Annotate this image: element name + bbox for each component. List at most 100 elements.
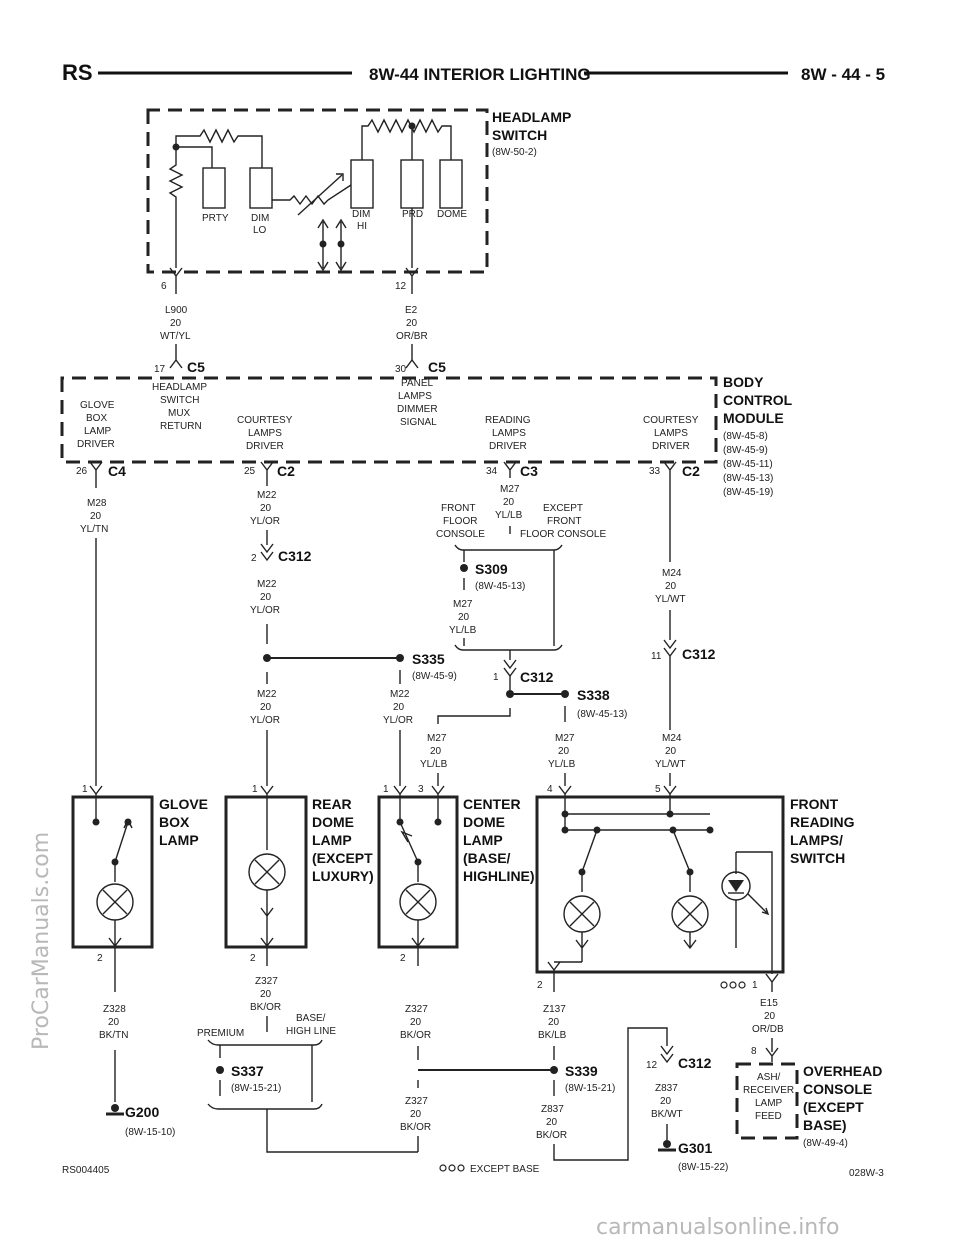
svg-text:DOME: DOME	[312, 814, 354, 830]
svg-text:S335: S335	[412, 651, 445, 667]
bcm-c5-pin30: 30	[395, 364, 407, 375]
svg-text:20: 20	[410, 1109, 422, 1120]
lbl-dim: DIM	[251, 213, 269, 224]
svg-text:YL/OR: YL/OR	[250, 516, 280, 527]
svg-text:E2: E2	[405, 305, 418, 316]
svg-text:(8W-45-8): (8W-45-8)	[723, 431, 768, 442]
svg-text:M28: M28	[87, 498, 107, 509]
svg-text:M24: M24	[662, 568, 682, 579]
svg-text:20: 20	[764, 1011, 776, 1022]
svg-text:26: 26	[76, 466, 88, 477]
svg-text:(8W-45-13): (8W-45-13)	[723, 473, 773, 484]
svg-text:G200: G200	[125, 1104, 159, 1120]
svg-text:YL/LB: YL/LB	[548, 759, 576, 770]
svg-text:BASE/: BASE/	[296, 1013, 326, 1024]
svg-text:LAMP: LAMP	[755, 1098, 783, 1109]
svg-text:SWITCH: SWITCH	[790, 850, 845, 866]
svg-text:READING: READING	[485, 415, 531, 426]
footer-code: RS004405	[62, 1165, 110, 1176]
svg-text:CONSOLE: CONSOLE	[436, 529, 485, 540]
svg-text:LAMP: LAMP	[159, 832, 199, 848]
svg-text:20: 20	[430, 746, 442, 757]
svg-text:8: 8	[751, 1046, 757, 1057]
wire-z328: Z328 20 BK/TN G200 (8W-15-10)	[99, 1004, 175, 1138]
svg-text:BASE): BASE)	[803, 1117, 847, 1133]
svg-text:20: 20	[660, 1096, 672, 1107]
pin-12: 12	[395, 281, 407, 292]
svg-text:S338: S338	[577, 687, 610, 703]
svg-text:1: 1	[252, 784, 258, 795]
svg-text:20: 20	[665, 581, 677, 592]
svg-text:M22: M22	[257, 579, 277, 590]
svg-text:BK/OR: BK/OR	[400, 1030, 431, 1041]
svg-text:MUX: MUX	[168, 408, 191, 419]
svg-text:COURTESY: COURTESY	[643, 415, 699, 426]
svg-text:BK/TN: BK/TN	[99, 1030, 128, 1041]
svg-text:33: 33	[649, 466, 661, 477]
svg-text:EXCEPT: EXCEPT	[543, 503, 583, 514]
legend-except-base: EXCEPT BASE	[439, 1164, 540, 1175]
svg-text:C3: C3	[520, 463, 538, 479]
svg-text:Z837: Z837	[541, 1104, 564, 1115]
svg-text:(8W-49-4): (8W-49-4)	[803, 1138, 848, 1149]
svg-text:3: 3	[418, 784, 424, 795]
svg-text:L900: L900	[165, 305, 188, 316]
svg-text:DRIVER: DRIVER	[246, 441, 284, 452]
svg-text:CENTER: CENTER	[463, 796, 521, 812]
svg-text:(8W-45-19): (8W-45-19)	[723, 487, 773, 498]
headlamp-switch-title-1: HEADLAMP	[492, 109, 571, 125]
svg-text:Z327: Z327	[405, 1004, 428, 1015]
svg-text:2: 2	[400, 953, 406, 964]
svg-text:(8W-15-22): (8W-15-22)	[678, 1162, 728, 1173]
svg-text:WT/YL: WT/YL	[160, 331, 191, 342]
wire-m27: M27 20 YL/LB FRONT FLOOR CONSOLE EXCEPT …	[420, 484, 627, 786]
header-title: 8W-44 INTERIOR LIGHTING	[369, 65, 591, 84]
svg-text:1: 1	[383, 784, 389, 795]
svg-text:YL/TN: YL/TN	[80, 524, 108, 535]
svg-text:1: 1	[493, 672, 499, 683]
svg-text:4: 4	[547, 784, 553, 795]
svg-text:DRIVER: DRIVER	[652, 441, 690, 452]
svg-text:M22: M22	[257, 490, 277, 501]
lbl-dome: DOME	[437, 209, 467, 220]
svg-text:20: 20	[410, 1017, 422, 1028]
svg-text:LAMP: LAMP	[84, 426, 112, 437]
svg-text:SIGNAL: SIGNAL	[400, 417, 437, 428]
bcm-c5-pin17: 17	[154, 364, 166, 375]
header-page: 8W - 44 - 5	[801, 65, 885, 84]
svg-text:HEADLAMP: HEADLAMP	[152, 382, 207, 393]
svg-text:20: 20	[260, 702, 272, 713]
svg-text:LAMP: LAMP	[312, 832, 352, 848]
svg-text:PREMIUM: PREMIUM	[197, 1028, 244, 1039]
svg-text:YL/LB: YL/LB	[420, 759, 448, 770]
svg-text:C312: C312	[682, 646, 716, 662]
header-left: RS	[62, 60, 93, 85]
svg-text:DOME: DOME	[463, 814, 505, 830]
headlamp-switch-ref: (8W-50-2)	[492, 147, 537, 158]
svg-text:E15: E15	[760, 998, 778, 1009]
svg-text:5: 5	[655, 784, 661, 795]
wire-e2: E2 20 OR/BR	[396, 305, 428, 369]
svg-text:20: 20	[548, 1017, 560, 1028]
svg-text:20: 20	[665, 746, 677, 757]
svg-text:M22: M22	[257, 689, 277, 700]
bottom-watermark: carmanualsonline.info	[596, 1215, 839, 1240]
overhead-console: ASH/ RECEIVER LAMP FEED OVERHEAD CONSOLE…	[735, 1062, 882, 1149]
body-control-module: 17 C5 30 C5 BODY CONTROL MODULE (8W-45-8…	[60, 359, 793, 562]
svg-text:LAMPS/: LAMPS/	[790, 832, 843, 848]
svg-text:(8W-45-9): (8W-45-9)	[412, 671, 457, 682]
svg-text:20: 20	[260, 989, 272, 1000]
svg-text:C312: C312	[678, 1055, 712, 1071]
svg-text:2: 2	[537, 980, 543, 991]
svg-text:C312: C312	[520, 669, 554, 685]
svg-text:FLOOR CONSOLE: FLOOR CONSOLE	[520, 529, 606, 540]
rear-dome-lamp: 1 2 REAR DOME LAMP (EXCEPT LUXURY)	[224, 784, 374, 966]
svg-text:M22: M22	[390, 689, 410, 700]
svg-text:(8W-15-10): (8W-15-10)	[125, 1127, 175, 1138]
footer-figure-id: 028W-3	[849, 1168, 884, 1179]
wire-m28: M28 20 YL/TN	[80, 498, 108, 786]
svg-text:YL/OR: YL/OR	[383, 715, 413, 726]
svg-text:20: 20	[260, 592, 272, 603]
svg-text:20: 20	[458, 612, 470, 623]
